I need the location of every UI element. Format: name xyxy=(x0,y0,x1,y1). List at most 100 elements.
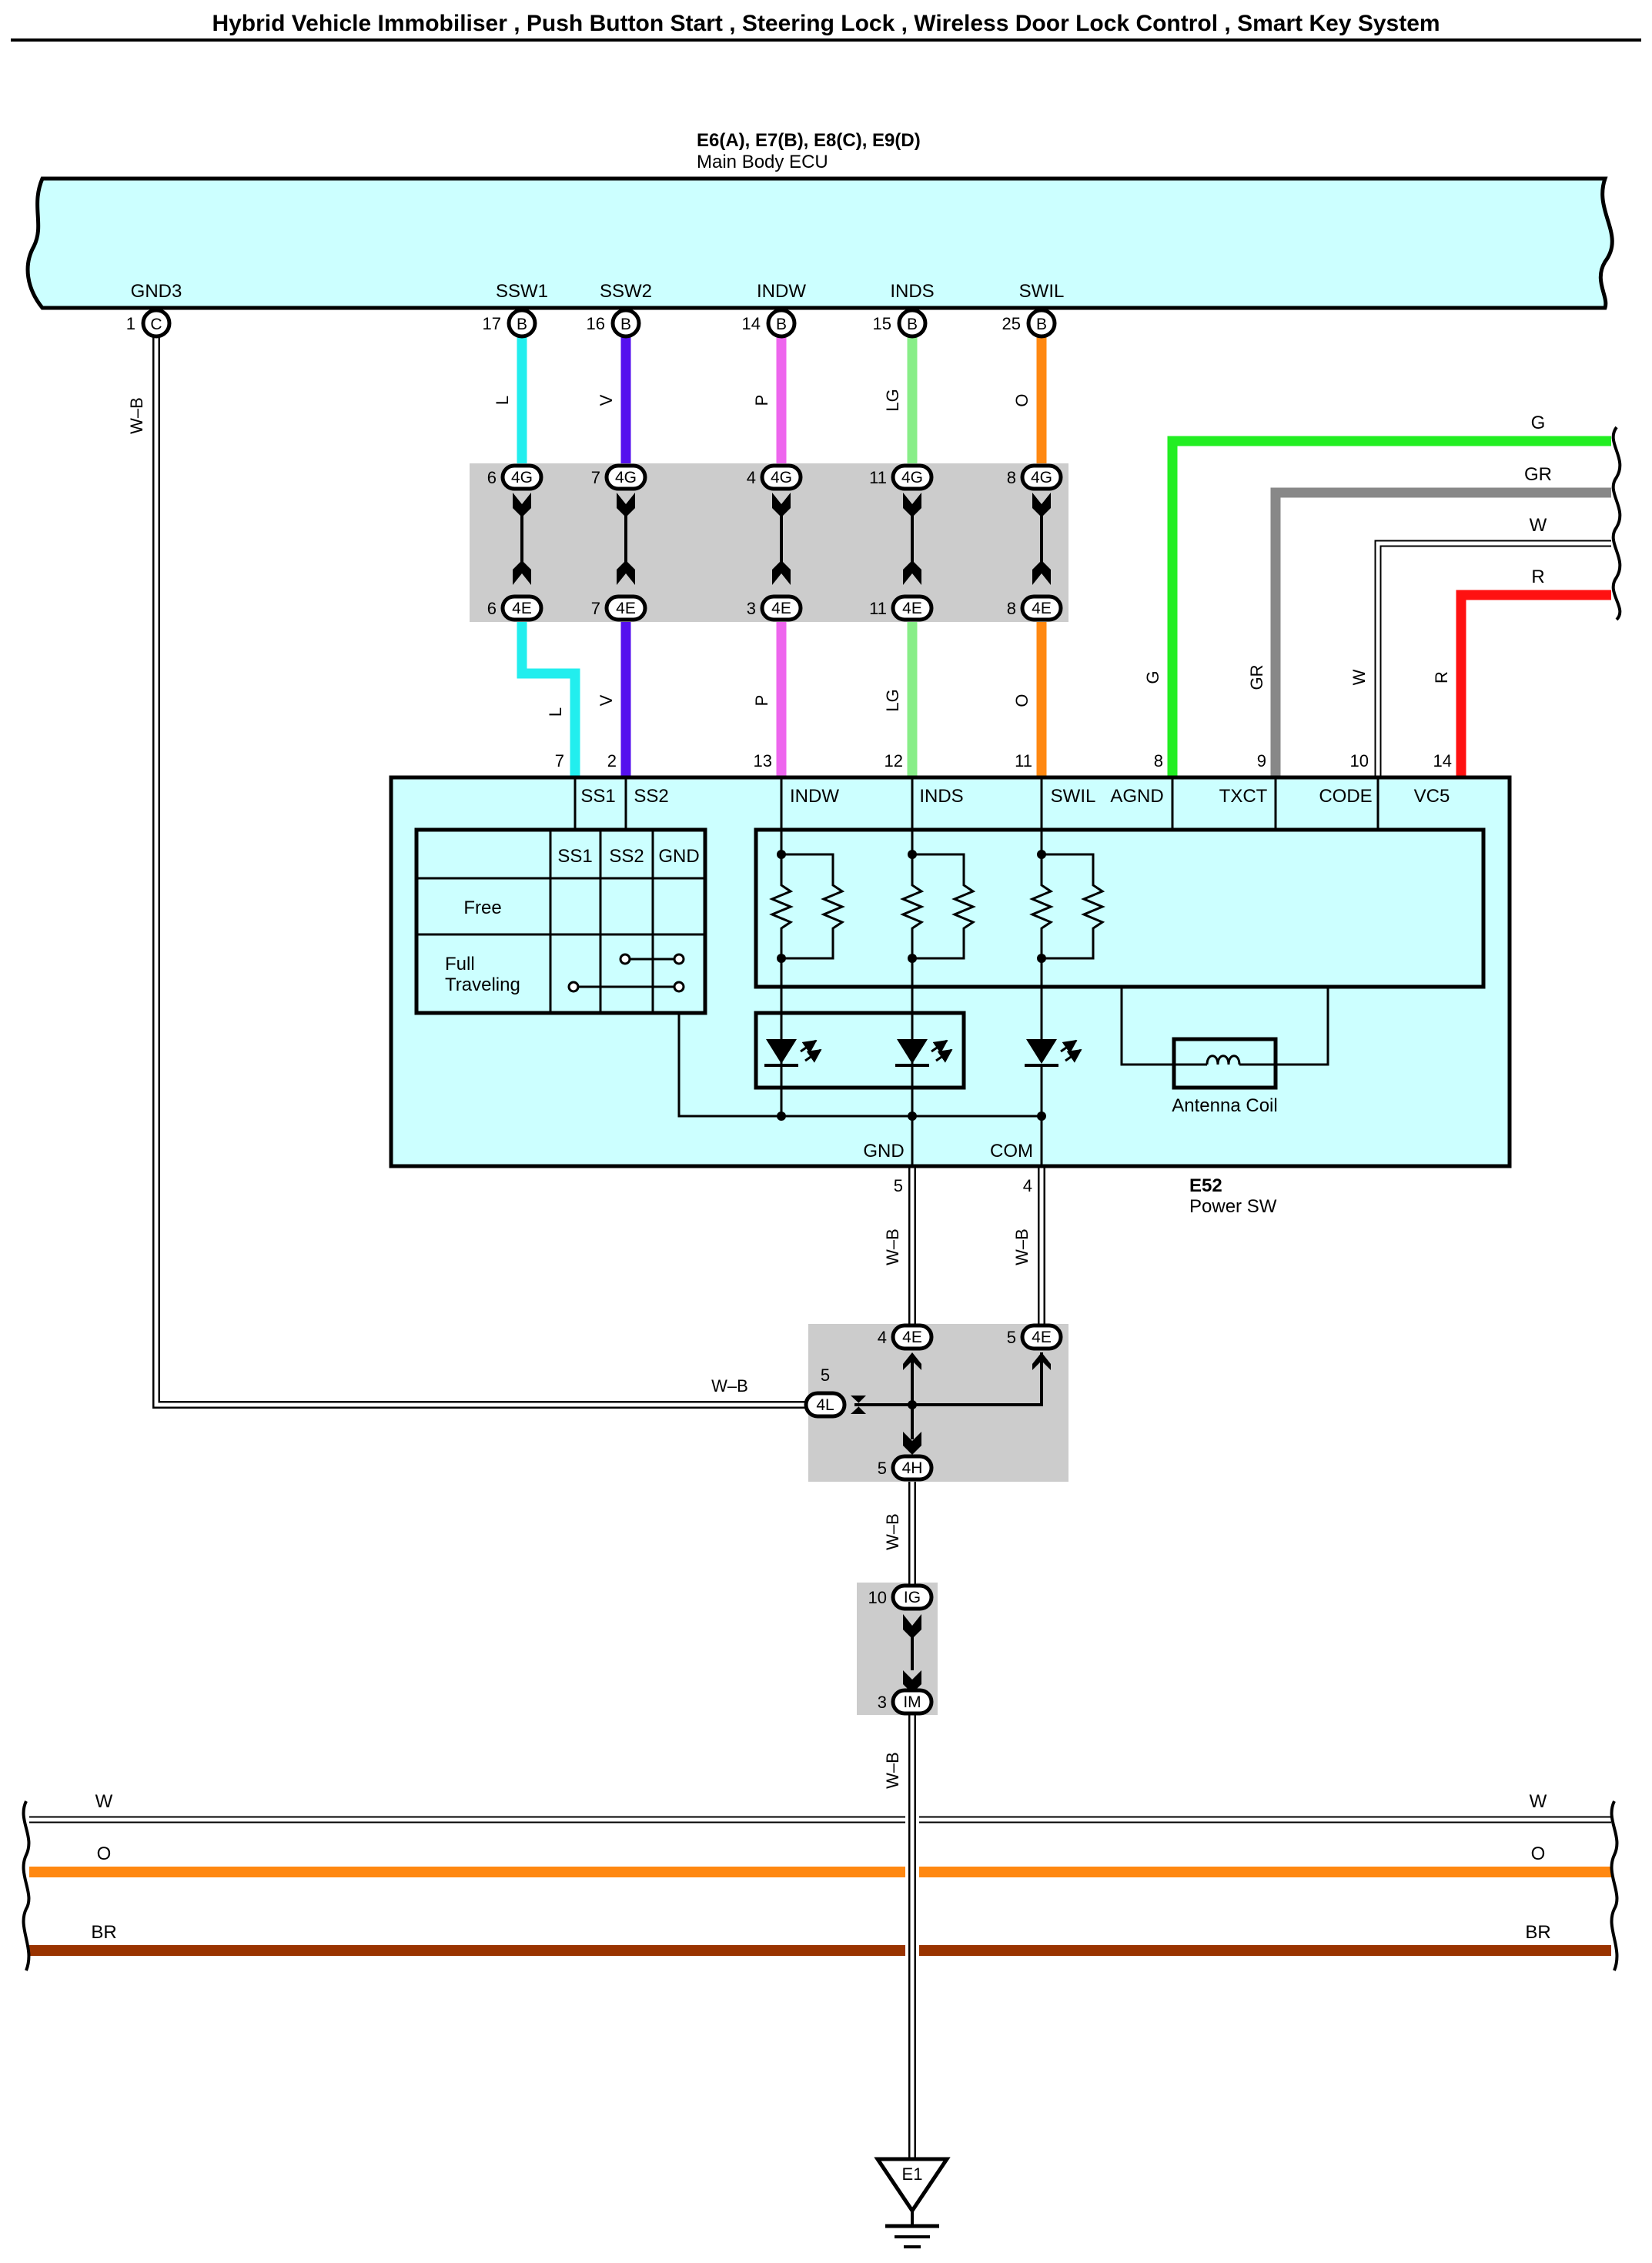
svg-text:14: 14 xyxy=(1433,751,1452,770)
vlabel-v-lower: V xyxy=(597,694,616,706)
power-sw-id: E52 xyxy=(1189,1175,1222,1196)
vlabel-gnd-wb: W–B xyxy=(883,1228,902,1265)
svg-text:11: 11 xyxy=(869,468,887,487)
ecu-terminals: GND3 SSW1 SSW2 INDW INDS SWIL xyxy=(131,281,1065,302)
antenna-coil-icon xyxy=(1174,1055,1276,1066)
svg-text:5: 5 xyxy=(1007,1328,1016,1347)
ground-e1-icon: E1 xyxy=(874,2157,951,2248)
vlabel-gr: GR xyxy=(1247,665,1266,690)
bus-w-label-right: W xyxy=(1530,1791,1547,1812)
bus-br-label-left: BR xyxy=(91,1922,116,1943)
svg-text:8: 8 xyxy=(1007,468,1016,487)
resistor-network-swil xyxy=(1029,830,1105,1047)
ecu-pin-indw: B 14 xyxy=(742,308,797,339)
bus-w-label-left: W xyxy=(95,1791,113,1812)
ecu-pin-gnd3: C 1 xyxy=(126,308,172,339)
svg-text:4: 4 xyxy=(878,1328,887,1347)
ecu-terminal-inds: INDS xyxy=(890,281,934,302)
svg-text:8: 8 xyxy=(1154,751,1163,770)
svg-text:4E: 4E xyxy=(512,600,532,617)
vlabel-l-lower: L xyxy=(546,707,565,717)
led-swil-icon xyxy=(1025,1039,1082,1166)
svg-text:4G: 4G xyxy=(615,469,637,486)
right-wire-g-label: G xyxy=(1531,413,1546,433)
wire-w-right xyxy=(1374,540,1611,777)
svg-text:INDW: INDW xyxy=(790,786,839,807)
switch-table: SS1 SS2 GND Free Full Traveling xyxy=(414,827,707,1015)
svg-text:C: C xyxy=(150,316,162,333)
wire-r-right xyxy=(1456,590,1611,777)
vlabel-g: G xyxy=(1143,670,1162,684)
wire-gr-right xyxy=(1270,487,1611,777)
bus-o-label-left: O xyxy=(97,1843,112,1864)
junction-col-4: 4G 11 4E 11 xyxy=(869,463,934,622)
svg-text:4G: 4G xyxy=(901,469,923,486)
svg-text:B: B xyxy=(1036,316,1047,333)
resistor-network-inds xyxy=(900,830,976,1013)
vlabel-l-upper: L xyxy=(493,396,512,405)
svg-text:B: B xyxy=(907,316,918,333)
svg-text:4G: 4G xyxy=(771,469,792,486)
right-wire-gr-label: GR xyxy=(1524,464,1552,485)
ecu-pin-ssw1: B 17 xyxy=(483,308,537,339)
conn-4h: 4H 5 xyxy=(878,1454,934,1482)
svg-text:4: 4 xyxy=(747,468,756,487)
svg-text:15: 15 xyxy=(873,314,891,333)
wire-g-right xyxy=(1167,436,1611,777)
svg-text:4G: 4G xyxy=(1031,469,1052,486)
svg-text:14: 14 xyxy=(742,314,761,333)
conn-4l: 4L 5 xyxy=(804,1365,847,1419)
vlabel-p-upper: P xyxy=(752,395,771,406)
ecu-terminal-swil: SWIL xyxy=(1019,281,1065,302)
junction-col-2: 4G 7 4E 7 xyxy=(591,463,647,622)
ecu-pin-inds: B 15 xyxy=(873,308,928,339)
svg-text:17: 17 xyxy=(483,314,501,333)
junction-col-3: 4G 4 4E 3 xyxy=(747,463,803,622)
junction-ground-box xyxy=(808,1324,1068,1482)
ground-e1-label: E1 xyxy=(902,2164,923,2184)
svg-text:5: 5 xyxy=(821,1365,830,1385)
vlabel-v-upper: V xyxy=(597,394,616,406)
svg-text:SS1: SS1 xyxy=(580,786,615,807)
svg-text:4E: 4E xyxy=(616,600,636,617)
svg-text:4E: 4E xyxy=(902,600,922,617)
power-sw-pin-numbers: 7 2 13 12 11 8 9 10 14 xyxy=(555,751,1452,770)
bus-o-label-right: O xyxy=(1531,1843,1546,1864)
wire-l-lower xyxy=(517,622,580,777)
junction-dots-resistors xyxy=(777,850,1046,963)
svg-text:4E: 4E xyxy=(1032,1329,1052,1346)
svg-text:4G: 4G xyxy=(511,469,533,486)
right-wire-break-marks xyxy=(1611,426,1622,621)
svg-text:IG: IG xyxy=(904,1589,921,1606)
vlabel-w: W xyxy=(1349,669,1369,685)
junction-ground-connectors: 4E 4 4E 5 4L 5 4H 5 xyxy=(804,1323,1063,1482)
bus-br-label-right: BR xyxy=(1525,1922,1550,1943)
svg-text:5: 5 xyxy=(878,1459,887,1478)
svg-text:IM: IM xyxy=(903,1693,921,1711)
svg-text:7: 7 xyxy=(555,751,564,770)
vlabel-4h-wb: W–B xyxy=(883,1513,902,1550)
table-header-ss1: SS1 xyxy=(557,846,592,867)
svg-text:VC5: VC5 xyxy=(1414,786,1450,807)
vlabel-o-lower: O xyxy=(1012,694,1032,707)
svg-text:B: B xyxy=(776,316,787,333)
vlabel-r: R xyxy=(1432,671,1451,684)
power-sw-com-pin: 4 xyxy=(1023,1176,1032,1195)
svg-text:3: 3 xyxy=(878,1693,887,1712)
ecu-terminal-indw: INDW xyxy=(757,281,806,302)
junction-col-5: 4G 8 4E 8 xyxy=(1007,463,1063,622)
table-row-full-line1: Full xyxy=(445,954,475,974)
svg-text:12: 12 xyxy=(885,751,903,770)
right-wire-r-label: R xyxy=(1531,567,1544,587)
led-box xyxy=(754,1011,966,1090)
svg-text:3: 3 xyxy=(747,599,756,618)
conn-4e-com: 4E 5 xyxy=(1007,1323,1063,1351)
vlabel-p-lower: P xyxy=(752,695,771,707)
svg-text:4E: 4E xyxy=(771,600,791,617)
vlabel-lg-upper: LG xyxy=(883,389,902,411)
led-inds-icon xyxy=(895,1013,953,1116)
svg-text:7: 7 xyxy=(591,468,600,487)
vlabel-lg-lower: LG xyxy=(883,689,902,711)
ecu-terminal-ssw2: SSW2 xyxy=(600,281,652,302)
